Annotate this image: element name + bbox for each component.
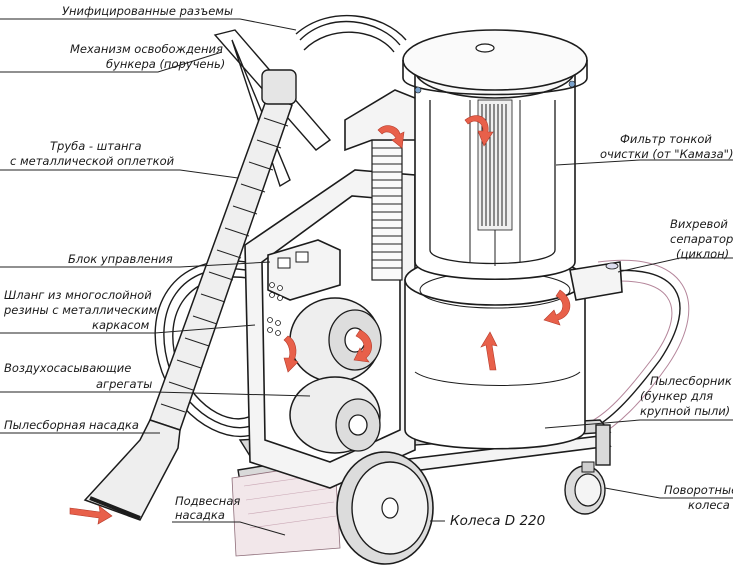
dust-collector (404, 254, 586, 450)
swivel-wheel (564, 461, 606, 515)
label-cyclone-line2: сепаратор (670, 232, 733, 246)
leader-lines (0, 18, 733, 536)
label-fine-filter-line1: Фильтр тонкой (620, 132, 712, 146)
label-pipe-rod-line1: Труба - штанга (50, 139, 142, 153)
big-wheel (336, 451, 434, 565)
cyclone-inlet (569, 261, 623, 301)
arrow-collector-up (480, 331, 498, 371)
label-hanging-nozzle-line2: насадка (175, 508, 225, 522)
control-box (267, 239, 341, 301)
airflow-arrows (69, 115, 571, 525)
arrow-vent (283, 335, 299, 373)
label-dust-collector-line1: Пылесборник (650, 374, 732, 388)
arrow-cyclone (543, 289, 571, 326)
label-hanging-nozzle-line1: Подвесная (175, 494, 240, 508)
label-hose-line2: резины с металлическим (3, 303, 157, 317)
label-pipe-rod-line2: с металлической оплеткой (10, 154, 175, 168)
dust-nozzle-shape (83, 419, 181, 521)
label-suction-units-line1: Воздухосасывающие (4, 361, 131, 375)
label-swivel-wheels-line1: Поворотные (664, 483, 733, 497)
labels: Унифицированные разъемы Механизм освобож… (3, 4, 733, 529)
label-control-unit: Блок управления (68, 252, 173, 266)
label-hose-line1: Шланг из многослойной (4, 288, 152, 302)
label-cyclone-line3: (циклон) (676, 247, 729, 261)
suction-unit-lower (289, 376, 381, 454)
cyclone-inlet-hose (585, 259, 690, 439)
label-cyclone-line1: Вихревой (670, 217, 728, 231)
label-dust-collector-line2: (бункер для (640, 389, 713, 403)
label-unified-connectors: Унифицированные разъемы (62, 4, 233, 18)
arrow-filter-top (464, 115, 494, 147)
arrow-nozzle-in (69, 505, 113, 525)
label-wheels: Колеса D 220 (450, 513, 545, 529)
label-fine-filter-line2: очистки (от "Камаза") (600, 147, 733, 161)
label-dust-collector-line3: крупной пыли) (640, 404, 730, 418)
label-swivel-wheels-line2: колеса (688, 498, 730, 512)
label-release-mechanism-line2: бункера (поручень) (106, 57, 225, 71)
label-dust-nozzle: Пылесборная насадка (4, 418, 139, 432)
arrow-motor (353, 329, 372, 363)
label-hose-line3: каркасом (92, 318, 150, 332)
arrow-duct-top (377, 125, 405, 149)
label-suction-units-line2: агрегаты (96, 377, 152, 391)
label-release-mechanism-line1: Механизм освобождения (70, 42, 223, 56)
fine-filter (402, 29, 588, 280)
